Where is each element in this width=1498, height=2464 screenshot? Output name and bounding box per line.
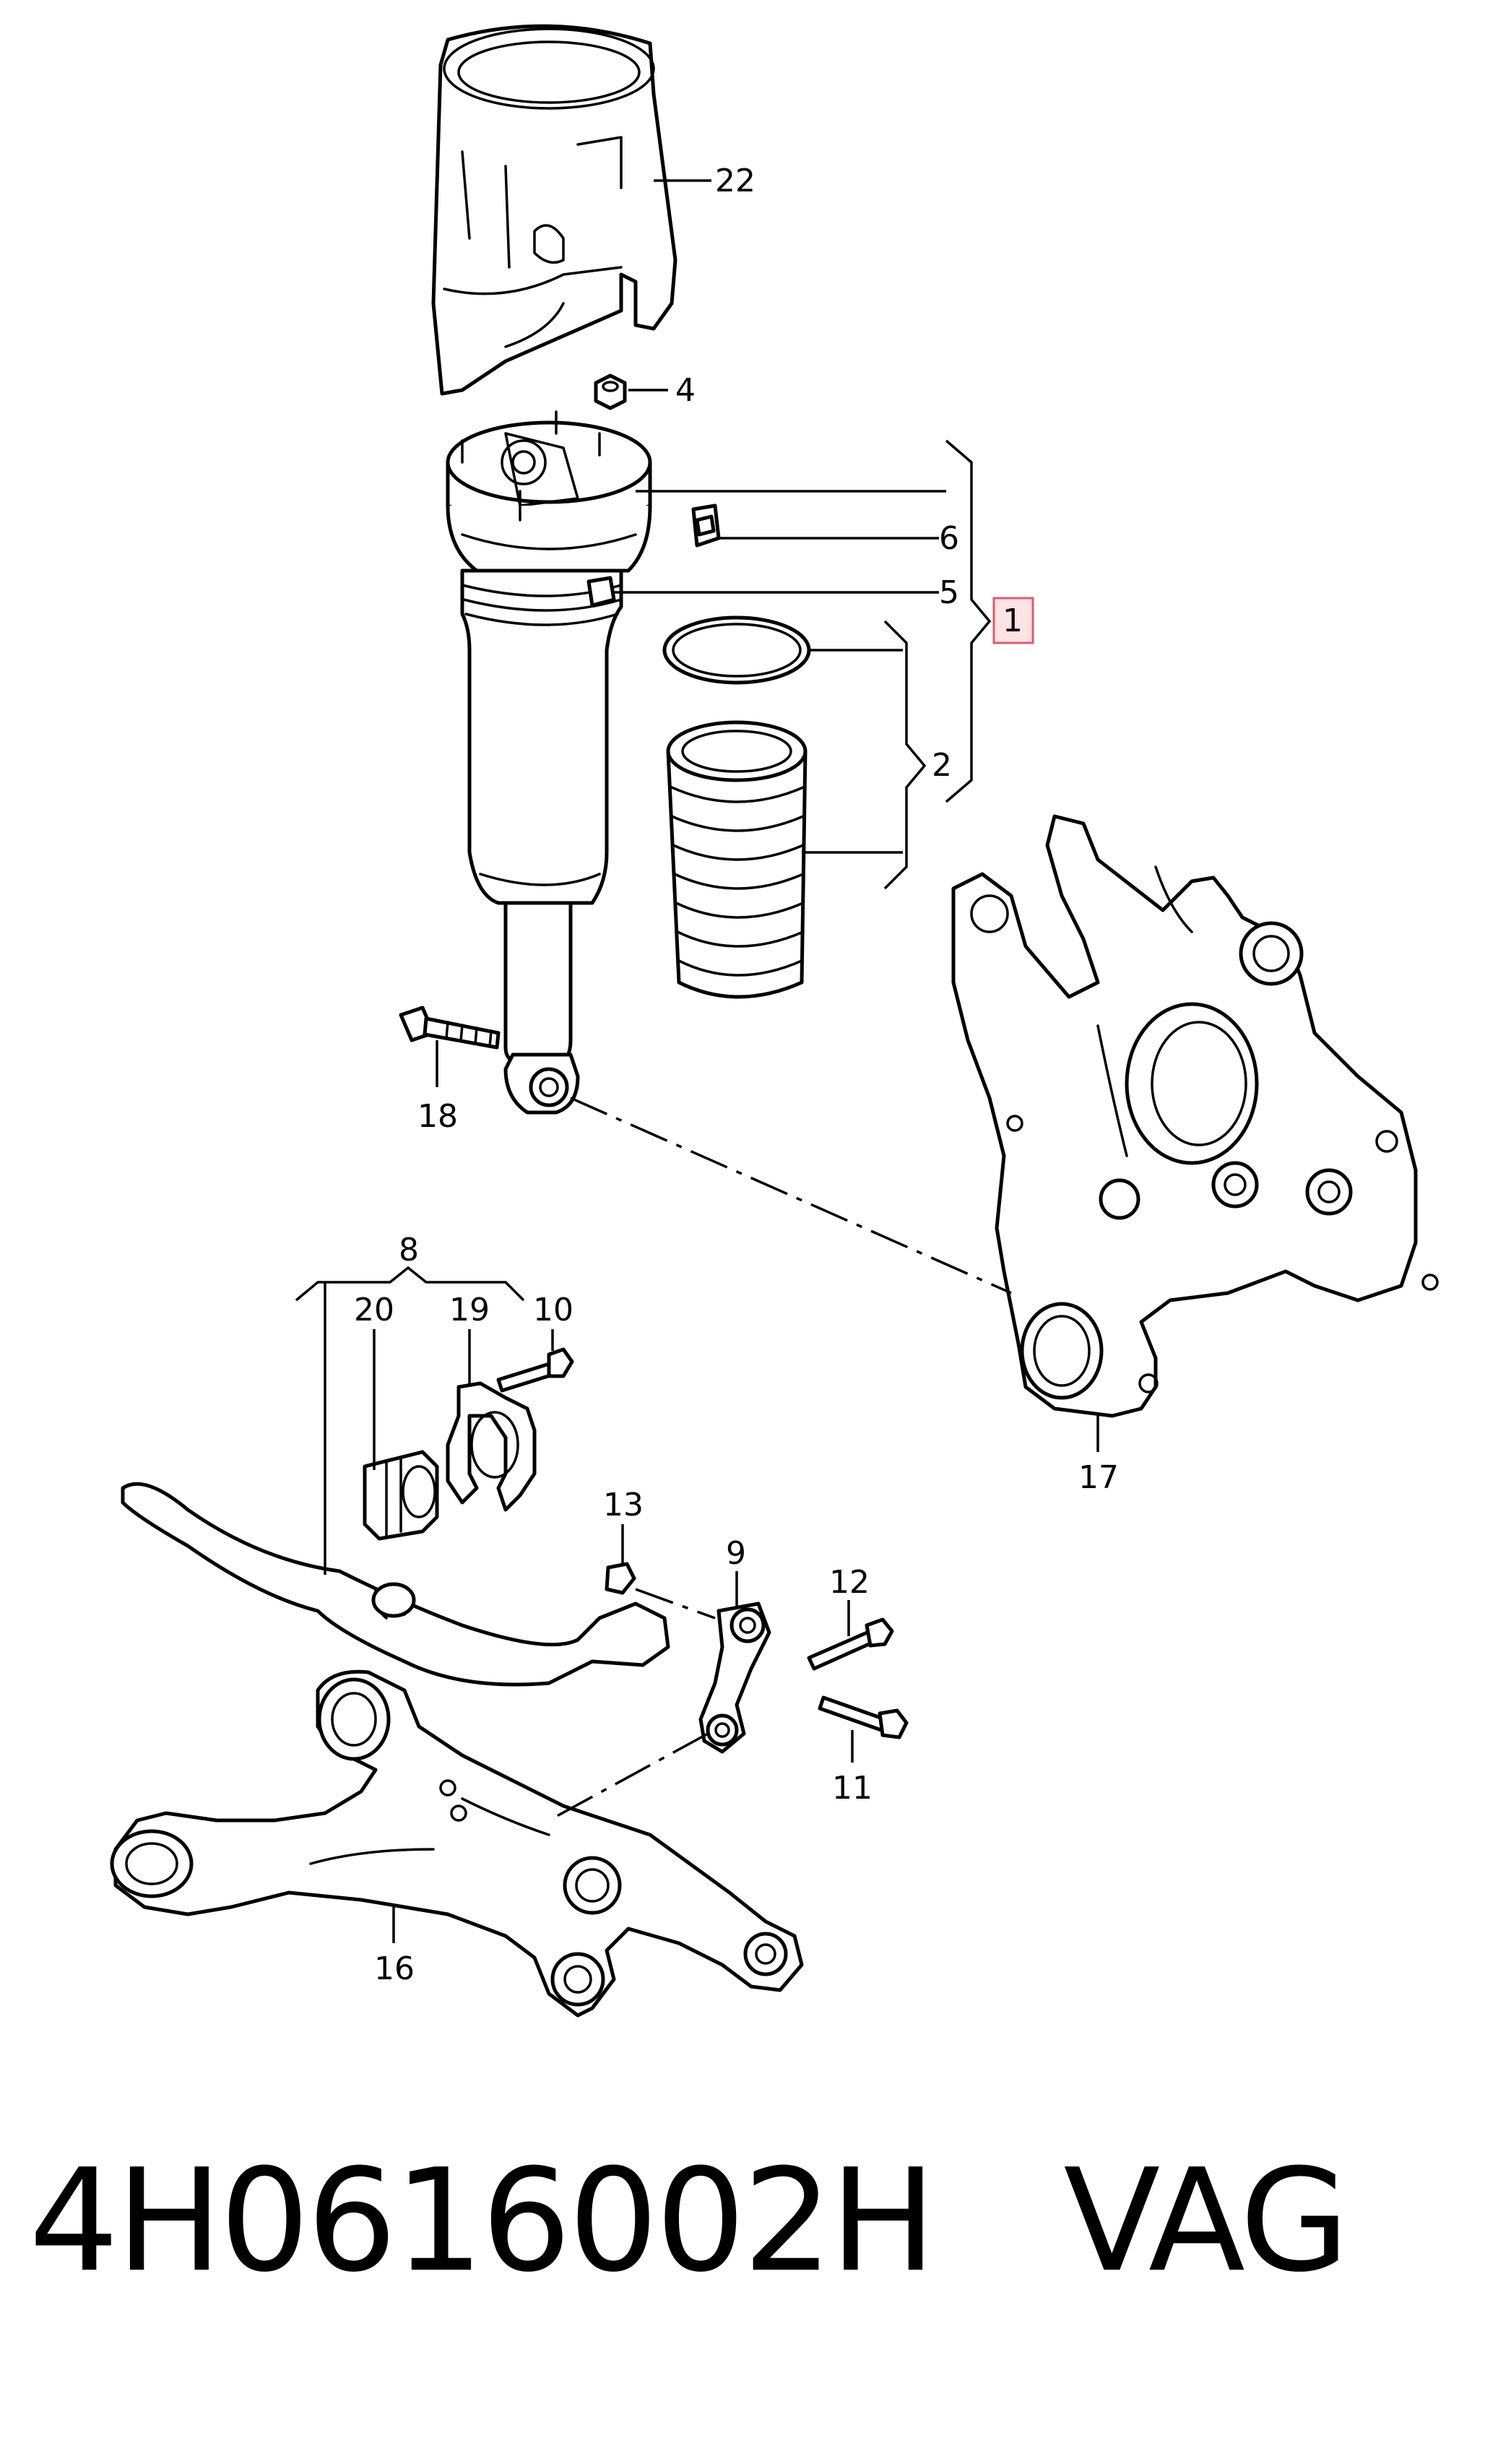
part-20-bushing[interactable] <box>363 1450 439 1541</box>
callout-11: 11 <box>832 1770 873 1807</box>
brand-name: VAG <box>1063 2139 1349 2304</box>
part-11-bolt[interactable] <box>818 1695 909 1739</box>
part-17-wheel-bearing-housing[interactable] <box>951 814 1439 1418</box>
part-5-connector[interactable] <box>586 576 616 608</box>
callout-12: 12 <box>829 1564 870 1601</box>
part-4-nut[interactable] <box>594 373 627 410</box>
callout-22: 22 <box>715 163 756 199</box>
alignment-line-strut-knuckle <box>570 1097 1012 1294</box>
callout-1[interactable]: 1 <box>1003 602 1023 639</box>
part-19-bracket[interactable] <box>446 1381 537 1512</box>
part-1-strut-top-mount[interactable] <box>446 410 652 573</box>
alignment-line-rod-arm <box>548 1732 709 1822</box>
callout-5: 5 <box>939 574 959 611</box>
callout-6: 6 <box>939 520 959 557</box>
part-6-valve[interactable] <box>691 503 721 548</box>
callout-10: 10 <box>533 1292 573 1328</box>
part-13-nut[interactable] <box>605 1562 636 1595</box>
part-18-bolt[interactable] <box>399 1006 501 1050</box>
part-1-air-spring[interactable] <box>460 569 623 1115</box>
part-9-coupling-rod[interactable] <box>698 1601 771 1754</box>
part-12-bolt[interactable] <box>807 1617 894 1671</box>
callout-18: 18 <box>417 1098 458 1135</box>
callout-17: 17 <box>1078 1459 1119 1496</box>
part-2-protective-boot[interactable] <box>666 720 808 999</box>
part-8-stabilizer-bar[interactable] <box>121 1482 670 1687</box>
callout-13: 13 <box>603 1487 644 1523</box>
callout-16: 16 <box>374 1950 415 1987</box>
callout-20: 20 <box>354 1292 394 1328</box>
callout-8: 8 <box>399 1232 419 1268</box>
part-number-caption: 4H0616002H VAG <box>29 2135 1473 2308</box>
part-number: 4H0616002H <box>29 2139 936 2304</box>
callout-19: 19 <box>449 1292 490 1328</box>
callout-1-highlight[interactable] <box>992 597 1034 644</box>
part-16-control-arm[interactable] <box>110 1669 804 2018</box>
callout-9: 9 <box>726 1535 746 1572</box>
callout-2: 2 <box>932 747 952 784</box>
part-2-ring[interactable] <box>662 615 811 685</box>
alignment-line-bar-rod <box>635 1588 716 1620</box>
part-22-cover[interactable] <box>431 24 677 396</box>
part-10-bolt[interactable] <box>496 1347 574 1393</box>
leader-lines <box>295 179 1099 1943</box>
callout-4: 4 <box>675 372 696 409</box>
